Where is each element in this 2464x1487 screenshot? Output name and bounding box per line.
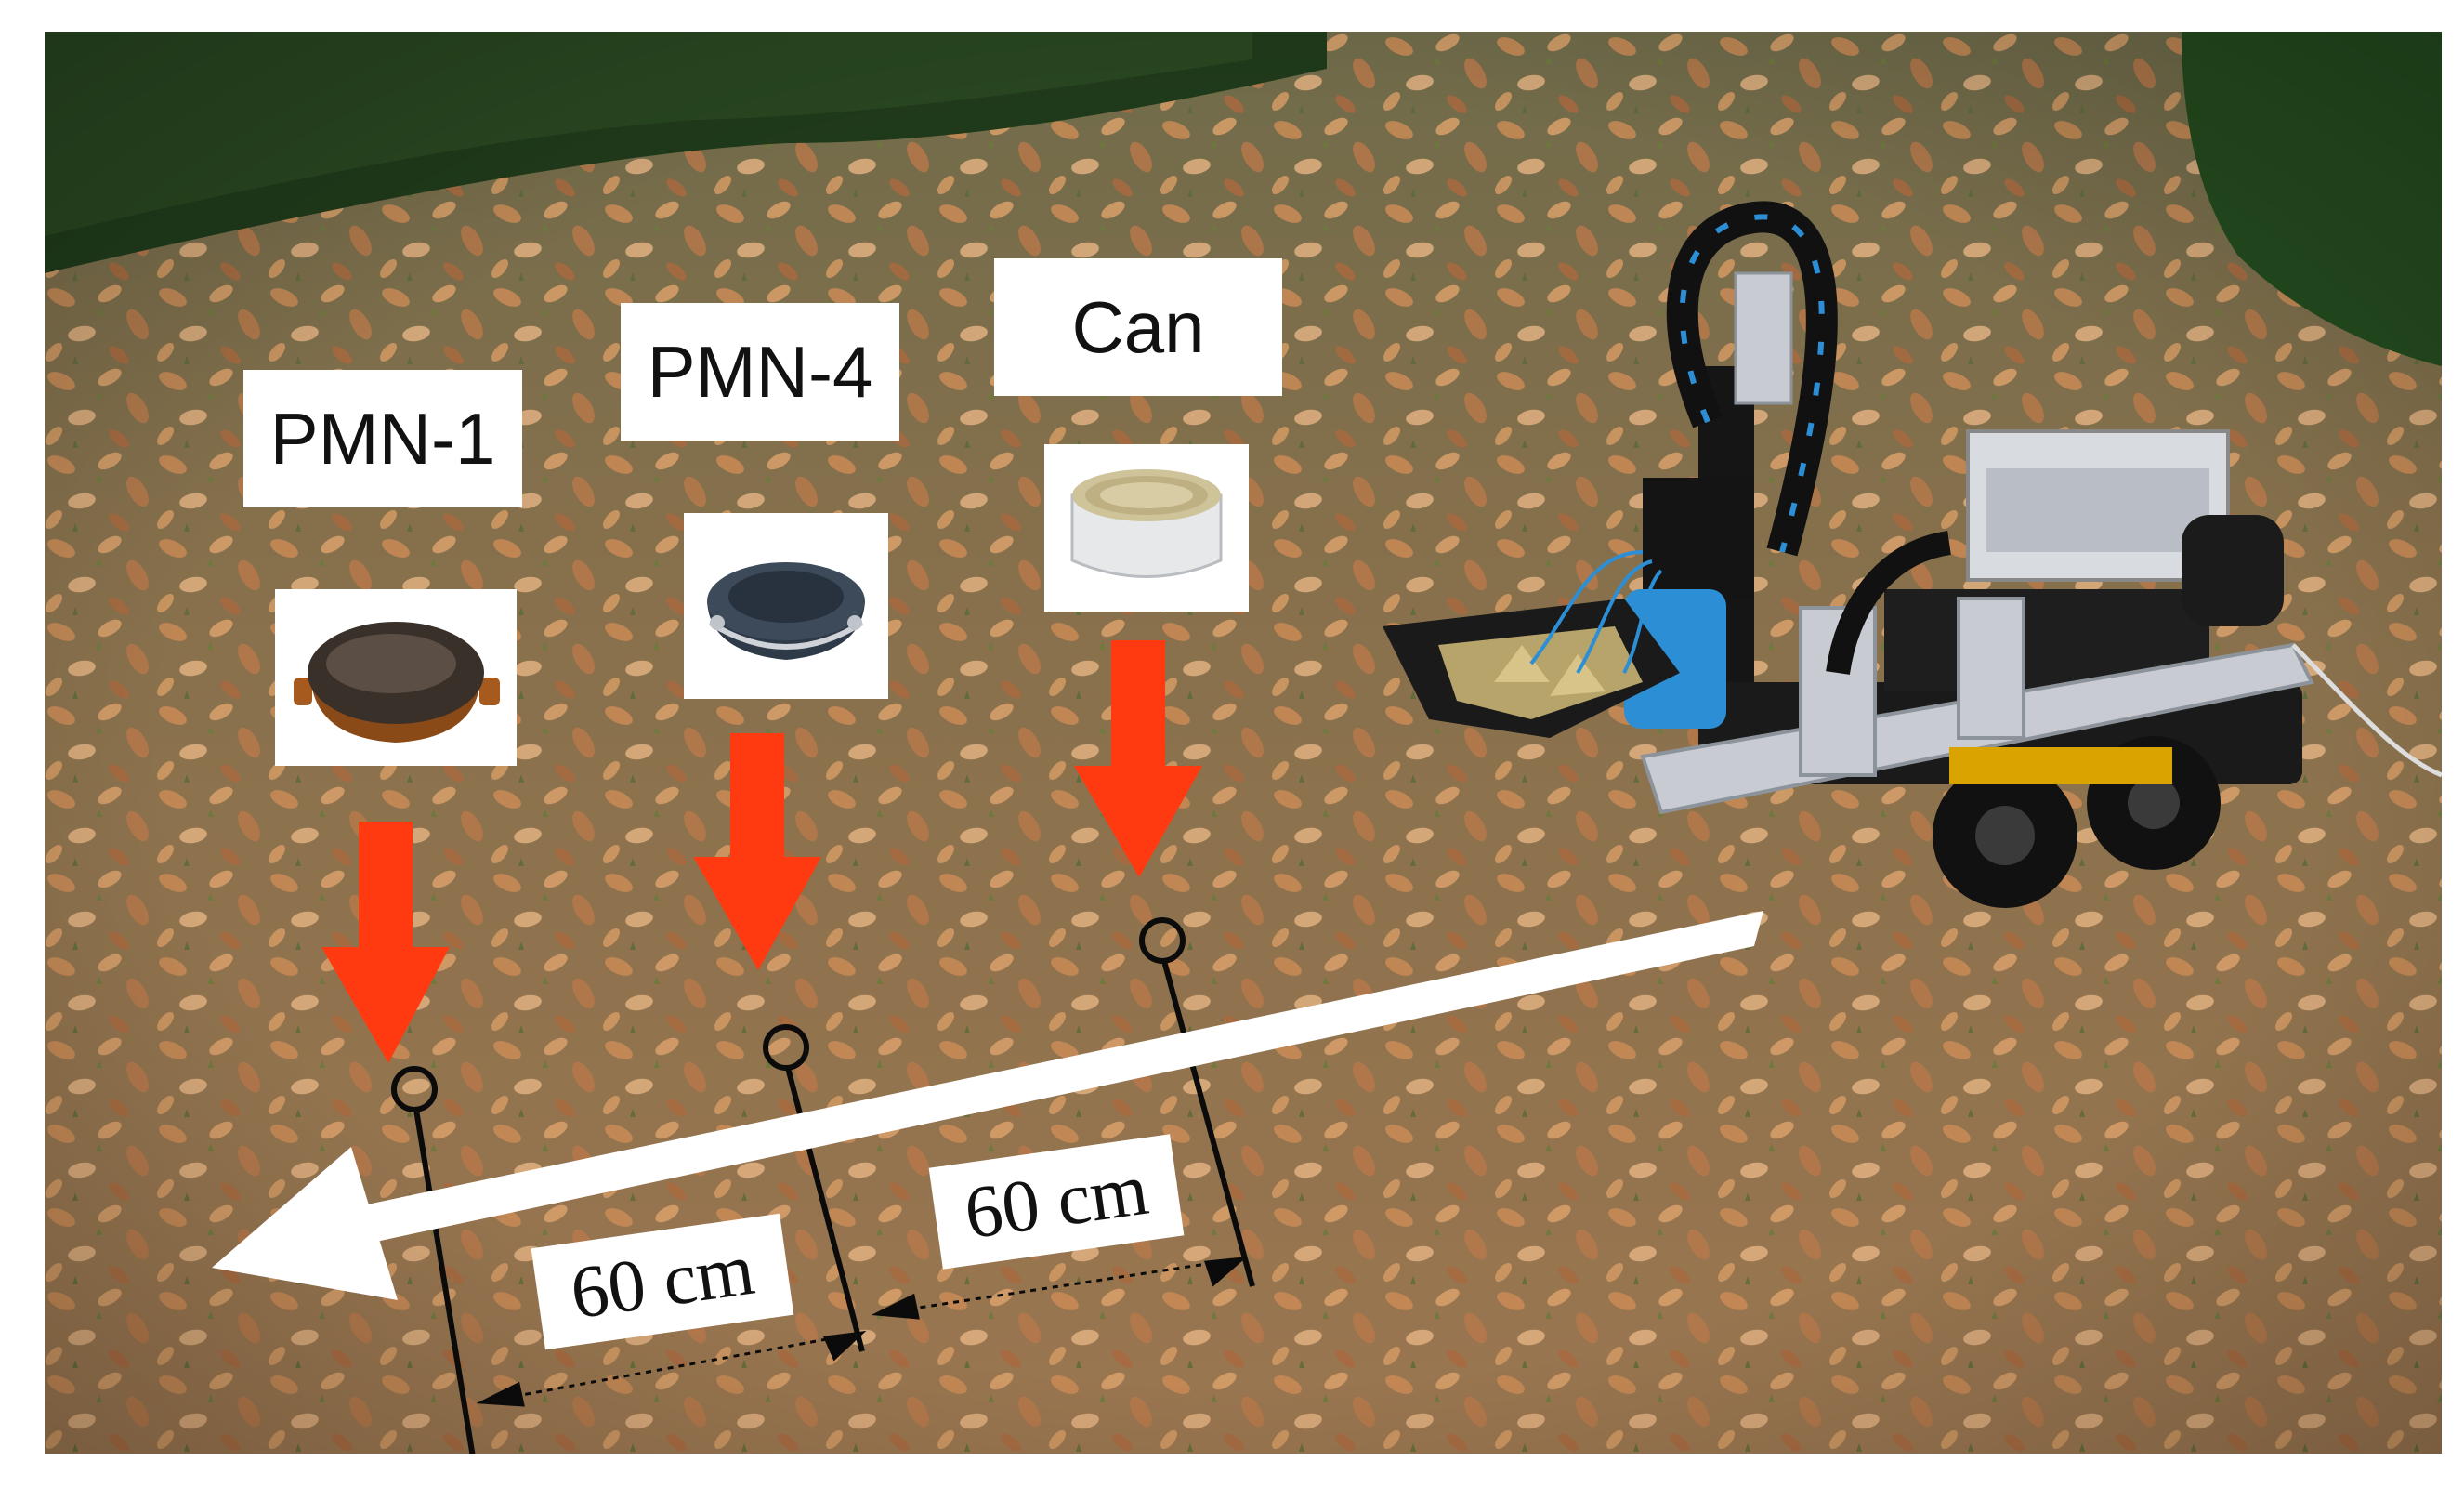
pmn1-label: PMN-1 [243,370,522,507]
pmn1-mine-icon [275,589,517,766]
tin-can-icon [1044,444,1249,612]
can-label: Can [994,258,1282,396]
pmn4-burial-marker [763,1024,809,1071]
spacing-dimension-arrows [476,1257,1248,1407]
can-red-arrow [1074,640,1202,877]
mine-detection-robot [1383,201,2442,908]
pmn4-label: PMN-4 [621,303,899,441]
pmn4-red-arrow [693,733,821,970]
can-burial-marker [1139,917,1186,964]
robot-path-arrow [212,911,1763,1300]
pmn4-mine-icon [684,513,888,699]
pmn1-burial-marker [391,1066,438,1112]
pmn1-red-arrow [321,822,450,1063]
